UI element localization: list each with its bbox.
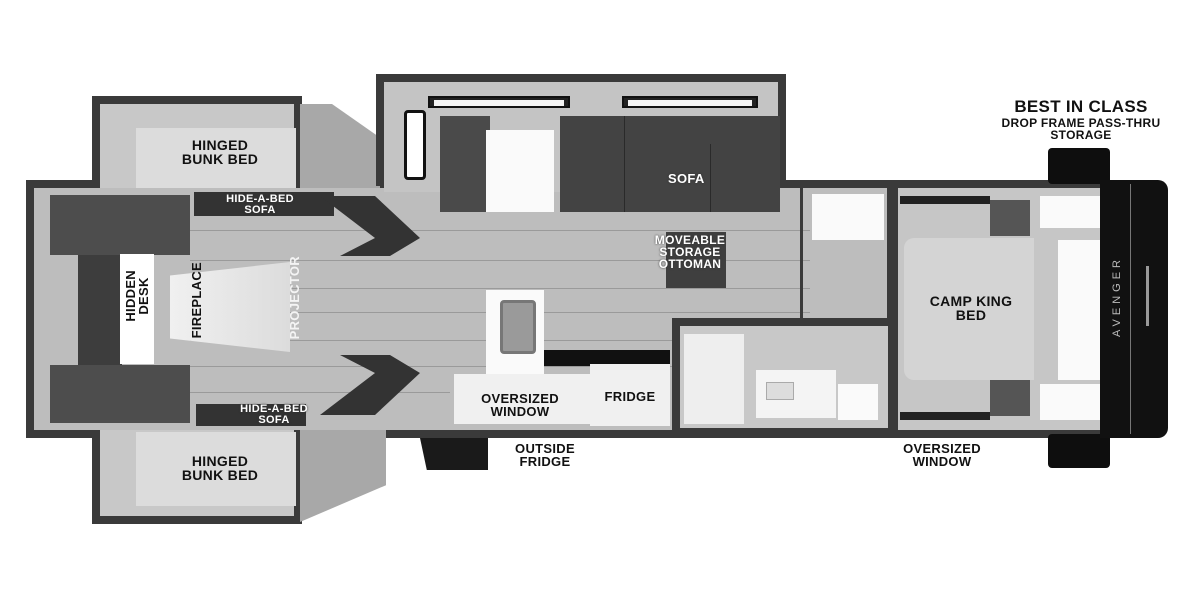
slideout-window-1 — [428, 96, 570, 108]
label-line: BUNK BED — [181, 151, 259, 167]
entertainment-cabinets-top — [50, 195, 190, 255]
kitchen-sink-counter — [486, 290, 544, 374]
label-hide-a-bed-top: HIDE-A-BED SOFA — [210, 194, 310, 216]
label-line: CAMP KING — [929, 293, 1013, 309]
desk-recess — [78, 255, 122, 365]
bedroom-wardrobe-side — [1058, 240, 1100, 380]
outside-fridge — [420, 438, 488, 470]
nightstand-bottom — [990, 380, 1030, 416]
label-outside-fridge: OUTSIDE FRIDGE — [500, 442, 590, 468]
label-ottoman: MOVEABLE STORAGE OTTOMAN — [640, 234, 740, 270]
projector-beam — [170, 262, 290, 352]
pass-thru-storage-bottom — [1048, 434, 1110, 468]
label-line: BUNK BED — [181, 467, 259, 483]
side-window — [404, 110, 426, 180]
label-fridge: FRIDGE — [604, 389, 656, 404]
label-hidden-desk: HIDDEN DESK — [123, 270, 151, 322]
label-line: OVERSIZED — [481, 391, 559, 406]
label-camp-king-bed: CAMP KING BED — [916, 294, 1026, 322]
label-line: WINDOW — [912, 454, 972, 469]
label-hide-a-bed-bottom: HIDE-A-BED SOFA — [224, 404, 324, 426]
brand-logo-icon — [1146, 266, 1156, 326]
hide-a-bed-bottom — [196, 404, 306, 426]
nightstand-top — [990, 200, 1030, 236]
label-line: STORAGE — [659, 245, 721, 259]
label-hinged-bunk-bottom: HINGED BUNK BED — [160, 454, 280, 482]
sofa — [560, 116, 780, 212]
label-line: OTTOMAN — [658, 257, 722, 271]
pass-thru-storage-top — [1048, 148, 1110, 184]
label-oversized-window-bedroom: OVERSIZED WINDOW — [882, 442, 1002, 468]
label-line: OUTSIDE — [515, 441, 575, 456]
label-line: SOFA — [258, 414, 290, 426]
label-oversized-window-kitchen: OVERSIZED WINDOW — [460, 392, 580, 418]
label-line: BED — [955, 307, 987, 323]
bedroom-window-bottom — [900, 412, 990, 420]
fridge — [590, 364, 670, 426]
wardrobe — [812, 194, 884, 240]
bedroom-wardrobe-bottom — [1040, 384, 1100, 420]
bath-vanity — [756, 370, 836, 418]
bottom-bunk-bed — [136, 432, 296, 506]
entertainment-cabinets-bottom — [50, 365, 190, 423]
hide-a-bed-top — [194, 192, 334, 216]
label-line: HIDE-A-BED — [226, 193, 294, 205]
sofa-left-chair — [440, 116, 490, 212]
bedroom-wardrobe-top — [1040, 196, 1100, 228]
label-line: HIDE-A-BED — [240, 403, 308, 415]
best-in-class-sub1: DROP FRAME PASS-THRU — [1001, 116, 1161, 130]
label-line: FRIDGE — [519, 454, 571, 469]
best-in-class-sub2: STORAGE — [1050, 128, 1112, 142]
label-line: WINDOW — [490, 404, 550, 419]
shower — [684, 334, 744, 424]
toilet — [838, 384, 878, 420]
sofa-table — [486, 130, 554, 212]
storage-ottoman — [666, 232, 726, 288]
label-line: HINGED — [191, 137, 249, 153]
label-best-in-class: BEST IN CLASS DROP FRAME PASS-THRU STORA… — [990, 98, 1172, 141]
label-line: OVERSIZED — [903, 441, 981, 456]
top-bunk-shadow — [300, 104, 380, 188]
label-hinged-bunk-top: HINGED BUNK BED — [160, 138, 280, 166]
label-fireplace: FIREPLACE — [189, 262, 204, 339]
label-projector: PROJECTOR — [287, 256, 302, 340]
label-sofa: SOFA — [668, 171, 705, 186]
hidden-desk — [120, 254, 154, 364]
top-bunk-bed — [136, 128, 296, 188]
camp-king-bed — [904, 238, 1034, 380]
front-cap — [1100, 180, 1168, 438]
slideout-window-2 — [622, 96, 758, 108]
kitchen-counter-dark — [544, 350, 670, 366]
brand-logo-text: AVENGER — [1111, 256, 1123, 337]
oversized-window-kitchen — [454, 374, 590, 424]
bottom-bunk-shadow — [300, 430, 386, 522]
label-line: DESK — [136, 277, 151, 315]
label-line: SOFA — [244, 204, 276, 216]
bedroom-window-top — [900, 196, 990, 204]
label-line: MOVEABLE — [654, 233, 726, 247]
best-in-class-title: BEST IN CLASS — [1014, 97, 1148, 116]
label-line: HINGED — [191, 453, 249, 469]
